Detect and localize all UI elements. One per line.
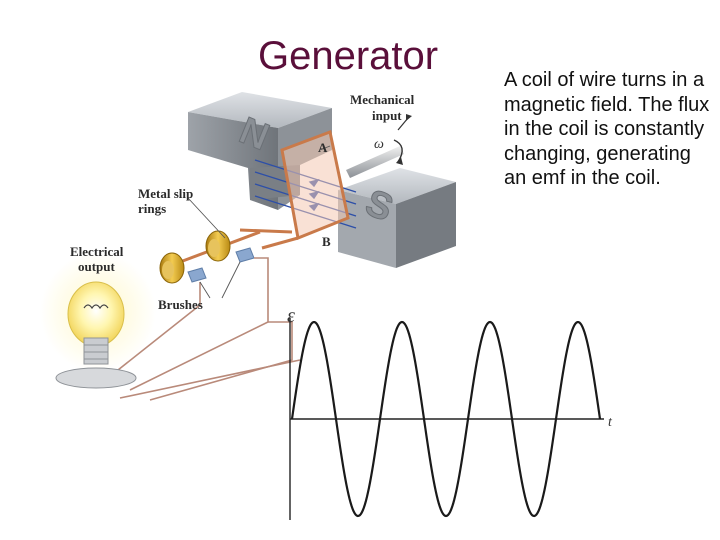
emf-sine-wave (290, 320, 602, 518)
output-wires (117, 257, 301, 401)
graph-x-label: t (608, 415, 613, 430)
label-metal-slip: Metal slip (138, 186, 193, 201)
emf-graph: ε t (287, 305, 613, 520)
slide-body-text: A coil of wire turns in a magnetic field… (504, 69, 710, 189)
brushes (187, 247, 255, 283)
label-electrical: Electrical (70, 244, 124, 259)
label-omega: ω (374, 137, 384, 152)
slide-title: Generator (258, 34, 439, 78)
label-input: input (372, 108, 402, 123)
label-output: output (78, 259, 116, 274)
label-brushes: Brushes (158, 297, 203, 312)
slip-rings (159, 230, 261, 284)
label-mechanical: Mechanical (350, 92, 415, 107)
axle (346, 114, 412, 178)
rotating-coil (239, 129, 350, 250)
label-point-b: B (322, 234, 331, 249)
label-point-a: A (318, 140, 328, 155)
graph-y-label: ε (287, 305, 295, 327)
magnet-south: S (338, 168, 456, 268)
leader-lines (187, 145, 331, 299)
light-bulb (40, 252, 156, 389)
label-rings: rings (138, 201, 166, 216)
